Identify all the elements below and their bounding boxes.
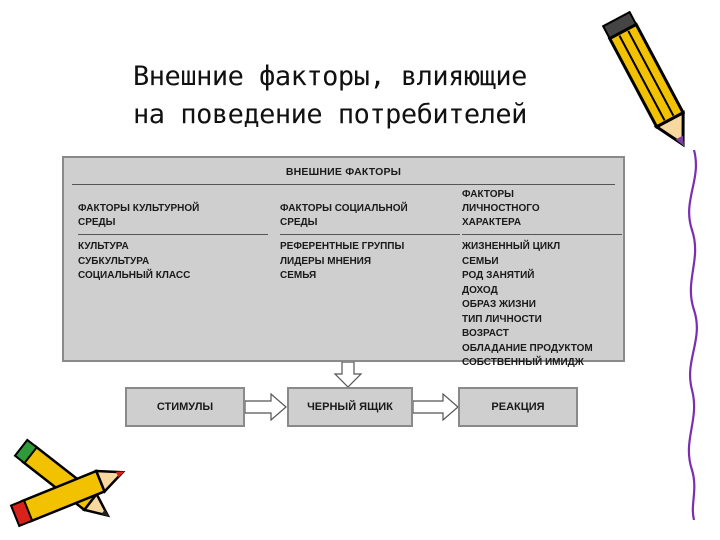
black-box: ЧЕРНЫЙ ЯЩИК [287,387,413,427]
column-divider [462,234,622,235]
social-factors-column: ФАКТОРЫ СОЦИАЛЬНОЙ СРЕДЫ РЕФЕРЕНТНЫЕ ГРУ… [280,202,460,284]
cultural-factors-column: ФАКТОРЫ КУЛЬТУРНОЙ СРЕДЫ КУЛЬТУРА СУБКУЛ… [78,202,268,284]
personal-factors-header: ФАКТОРЫ ЛИЧНОСТНОГО ХАРАКТЕРА [462,189,540,228]
cultural-factors-header: ФАКТОРЫ КУЛЬТУРНОЙ СРЕДЫ [78,203,200,228]
right-arrow-icon [413,393,459,421]
social-factors-header: ФАКТОРЫ СОЦИАЛЬНОЙ СРЕДЫ [280,203,408,228]
external-factors-panel: ВНЕШНИЕ ФАКТОРЫ ФАКТОРЫ КУЛЬТУРНОЙ СРЕДЫ… [62,156,625,368]
heading-divider [72,184,615,185]
personal-factors-column: ФАКТОРЫ ЛИЧНОСТНОГО ХАРАКТЕРА ЖИЗНЕННЫЙ … [462,188,622,371]
personal-factors-items: ЖИЗНЕННЫЙ ЦИКЛ СЕМЬИ РОД ЗАНЯТИЙ ДОХОД О… [462,241,593,368]
title-line-1: Внешние факторы, влияющие [133,61,527,92]
wavy-line [672,149,712,525]
social-factors-items: РЕФЕРЕНТНЫЕ ГРУППЫ ЛИДЕРЫ МНЕНИЯ СЕМЬЯ [280,241,405,281]
pencil-pair-icon [0,432,140,540]
right-arrow-icon [245,393,287,421]
column-divider [78,234,268,235]
column-divider [280,234,460,235]
slide-title: Внешние факторы, влияющие на поведение п… [0,58,660,134]
stimuli-box: СТИМУЛЫ [125,387,245,427]
external-factors-heading: ВНЕШНИЕ ФАКТОРЫ [285,166,402,178]
reaction-box: РЕАКЦИЯ [458,387,578,427]
down-arrow-icon [333,362,363,388]
cultural-factors-items: КУЛЬТУРА СУБКУЛЬТУРА СОЦИАЛЬНЫЙ КЛАСС [78,241,191,281]
title-line-2: на поведение потребителей [133,99,527,130]
pencil-icon [596,4,708,169]
